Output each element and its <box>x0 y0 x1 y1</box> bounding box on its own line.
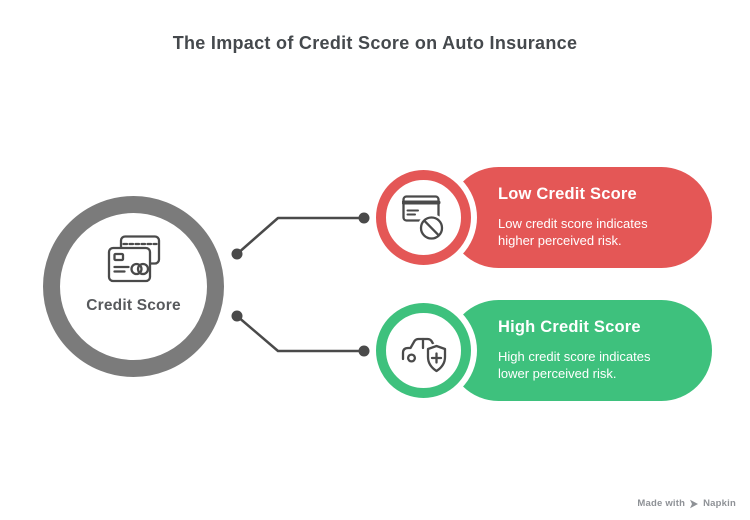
high-pill-body: High credit score indicates lower percei… <box>498 349 651 381</box>
credit-cards-icon <box>107 235 160 283</box>
high-pill-heading: High Credit Score <box>498 318 641 336</box>
page-title: The Impact of Credit Score on Auto Insur… <box>172 33 578 53</box>
watermark-prefix: Made with <box>637 498 686 509</box>
connector-dot <box>358 212 370 224</box>
connector-dot <box>231 310 243 322</box>
center-node-label: Credit Score <box>86 297 181 314</box>
high-credit-score-pill: High Credit Score High credit score indi… <box>448 300 712 401</box>
connector-line-bottom <box>235 314 366 353</box>
low-credit-score-pill: Low Credit Score Low credit score indica… <box>448 167 712 268</box>
center-node-credit-score: Credit Score <box>43 196 224 377</box>
high-credit-score-badge <box>376 303 471 398</box>
low-credit-score-badge <box>376 170 471 265</box>
car-shield-plus-icon <box>401 337 447 374</box>
connector-line-top <box>235 216 366 256</box>
napkin-pen-icon <box>690 499 699 508</box>
napkin-watermark[interactable]: Made with Napkin <box>637 498 736 509</box>
low-pill-body: Low credit score indicates higher percei… <box>498 216 648 248</box>
connector-dot <box>231 248 243 260</box>
watermark-brand: Napkin <box>703 498 736 509</box>
credit-card-denied-icon <box>401 194 445 241</box>
connector-dot <box>358 345 370 357</box>
low-pill-heading: Low Credit Score <box>498 185 637 203</box>
